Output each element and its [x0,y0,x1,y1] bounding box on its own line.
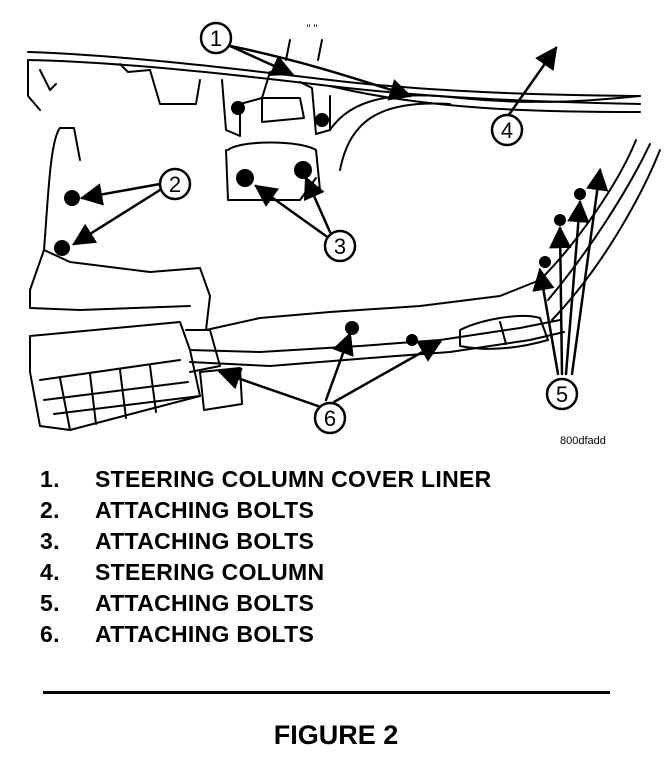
legend-number: 5. [40,590,60,616]
legend-item: 4. STEERING COLUMN [40,559,640,590]
legend-item: 5. ATTACHING BOLTS [40,590,640,621]
legend-label: ATTACHING BOLTS [95,497,315,523]
callout-1: 1 [199,21,233,55]
bolt-5a [539,256,551,268]
bolt-6b [406,334,418,346]
bolt-1b [315,113,329,127]
bolt-2a [64,190,80,206]
svg-text:4: 4 [501,118,513,143]
legend-number: 3. [40,528,60,554]
bolt-3b [294,161,312,179]
legend-item: 3. ATTACHING BOLTS [40,528,640,559]
figure-caption: FIGURE 2 [273,720,399,750]
drawing-code: 800dfadd [560,435,606,447]
bolt-3a [236,169,254,187]
callout-2: 2 [158,167,192,201]
legend-number: 6. [40,621,60,647]
callout-5: 5 [545,377,579,411]
legend-number: 4. [40,559,60,585]
bolt-heads [54,101,586,346]
svg-text:2: 2 [169,172,181,197]
legend-item: 1. STEERING COLUMN COVER LINER [40,466,640,497]
callout-3: 3 [323,229,357,263]
divider-line [43,691,610,694]
legend-label: STEERING COLUMN [95,559,325,585]
legend-label: ATTACHING BOLTS [95,590,315,616]
legend-label: ATTACHING BOLTS [95,528,315,554]
legend-label: ATTACHING BOLTS [95,621,315,647]
bolt-2b [54,240,70,256]
legend-item: 6. ATTACHING BOLTS [40,621,640,652]
legend-item: 2. ATTACHING BOLTS [40,497,640,528]
svg-text:6: 6 [324,406,336,431]
svg-text:3: 3 [334,234,346,259]
legend-number: 1. [40,466,60,492]
bolt-5c [574,188,586,200]
callout-4: 4 [490,113,524,147]
bolt-6a [345,321,359,335]
bolt-1a [231,101,245,115]
svg-text:5: 5 [556,382,568,407]
svg-text:1: 1 [210,26,222,51]
parts-legend: 1. STEERING COLUMN COVER LINER 2. ATTACH… [40,466,640,652]
legend-label: STEERING COLUMN COVER LINER [95,466,492,492]
leader-arrows [72,44,609,408]
top-marks: " " [307,23,318,35]
callout-6: 6 [313,401,347,435]
legend-number: 2. [40,497,60,523]
diagram-figure: 1 2 3 4 5 6 " " 800dfadd [27,21,661,447]
bolt-5b [554,214,566,226]
